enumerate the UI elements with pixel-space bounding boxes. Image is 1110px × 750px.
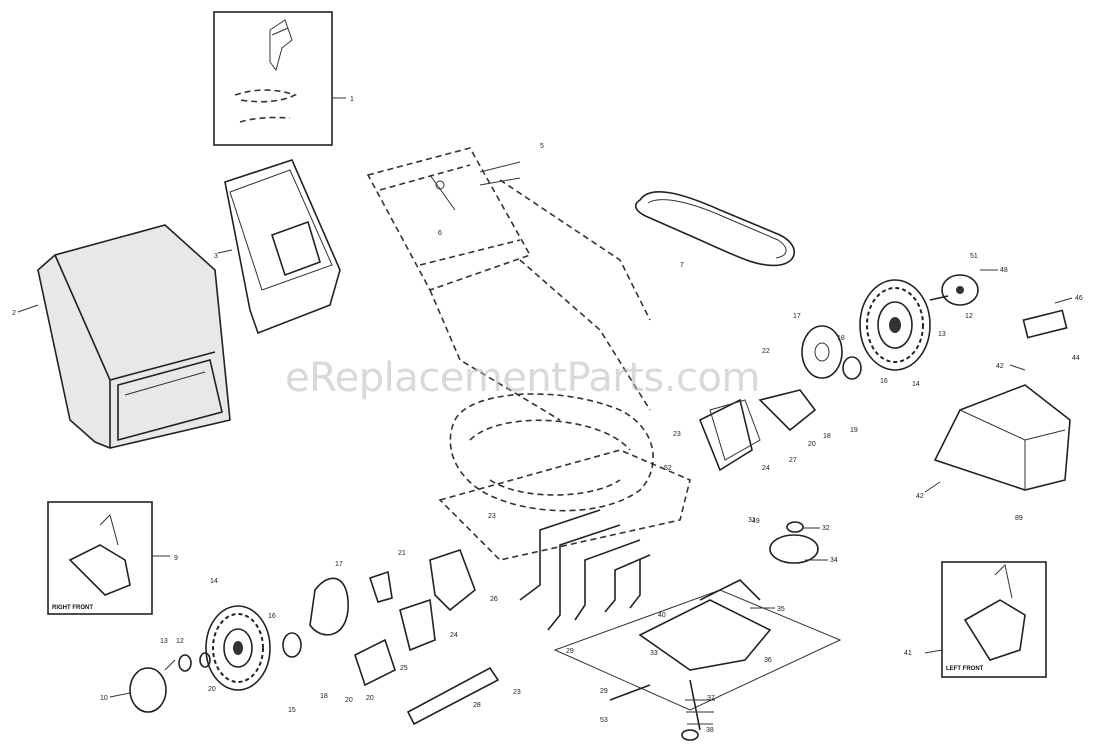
hubcap-parts (129, 399, 819, 713)
callout: 15 (288, 707, 296, 714)
inset-right-front: RIGHT FRONT (47, 501, 170, 615)
callout: 12 (176, 638, 184, 645)
callout: 52 (664, 465, 672, 472)
callout: 17 (335, 561, 343, 568)
callout: 32 (822, 525, 830, 532)
callout: 25 (400, 665, 408, 672)
callout: 16 (880, 378, 888, 385)
callout: 23 (488, 513, 496, 520)
callout: 14 (210, 578, 218, 585)
callout: 37 (707, 695, 715, 702)
gear-parts (698, 274, 979, 472)
inset-caption-left-front: LEFT FRONT (946, 666, 984, 672)
callout: 46 (1075, 295, 1083, 302)
callout: 20 (366, 695, 374, 702)
callout: 6 (438, 230, 442, 237)
callout: 44 (1072, 355, 1080, 362)
callout: 19 (850, 427, 858, 434)
callout: 42 (916, 493, 924, 500)
callout: 42 (996, 363, 1004, 370)
callout: 24 (450, 632, 458, 639)
callout: 29 (600, 688, 608, 695)
callout: 17 (793, 313, 801, 320)
leader-lines (17, 269, 1073, 698)
callout: 14 (912, 381, 920, 388)
callout: 3 (214, 253, 218, 260)
grass-bag (37, 224, 231, 449)
callout: 29 (566, 648, 574, 655)
callout: 20 (208, 686, 216, 693)
callout: 7 (680, 262, 684, 269)
callout: 20 (345, 697, 353, 704)
inset-handle-detail (213, 11, 346, 146)
callout: 18 (837, 335, 845, 342)
callout: 40 (658, 612, 666, 619)
callout: 16 (268, 613, 276, 620)
callout: 48 (1000, 267, 1008, 274)
callout: 5 (540, 143, 544, 150)
callout: 12 (965, 313, 973, 320)
callout: 2 (12, 310, 16, 317)
callout: 24 (762, 465, 770, 472)
callout: 26 (490, 596, 498, 603)
handle-assembly (366, 147, 651, 421)
callout: 28 (473, 702, 481, 709)
callout: 53 (600, 717, 608, 724)
callout: 35 (777, 606, 785, 613)
callout: 51 (970, 253, 978, 260)
callout: 33 (650, 650, 658, 657)
transmission-assembly (553, 579, 842, 741)
callout: 23 (513, 689, 521, 696)
callout: 20 (808, 441, 816, 448)
rear-wheel (859, 279, 931, 371)
bag-frame (217, 159, 341, 335)
inset-left-front: LEFT FRONT (924, 561, 1047, 678)
inset-caption-right-front: RIGHT FRONT (52, 605, 93, 611)
callout: 18 (823, 433, 831, 440)
callout: 36 (764, 657, 772, 664)
mower-deck (449, 393, 654, 512)
callout: 21 (398, 550, 406, 557)
drive-belt (634, 191, 796, 267)
callout: 1 (350, 96, 354, 103)
linkage-rods (519, 509, 651, 631)
callout: 13 (160, 638, 168, 645)
callout: 41 (904, 650, 912, 657)
axle-bar (406, 449, 691, 726)
callout: 13 (938, 331, 946, 338)
front-wheel (205, 605, 271, 691)
callout: 18 (320, 693, 328, 700)
callout: 27 (789, 457, 797, 464)
callout: 49 (752, 518, 760, 525)
callout: 89 (1015, 515, 1023, 522)
callout: 22 (762, 348, 770, 355)
rear-shield (933, 309, 1071, 491)
callout: 10 (100, 695, 108, 702)
callout: 34 (830, 557, 838, 564)
callout: 31 (748, 517, 756, 524)
callout: 38 (706, 727, 714, 734)
callout: 9 (174, 555, 178, 562)
callout: 23 (673, 431, 681, 438)
